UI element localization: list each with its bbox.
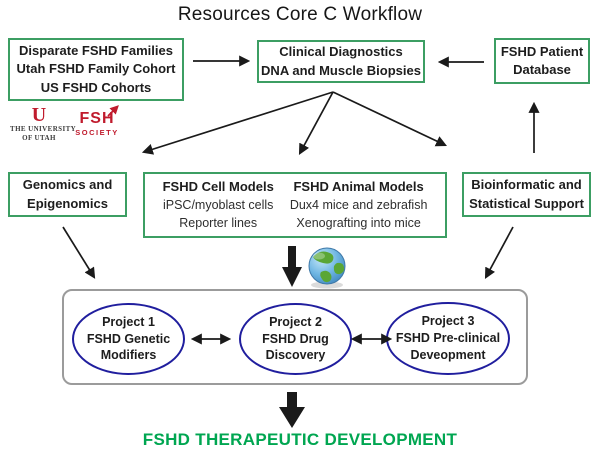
box-genomics-line2: Epigenomics [27,195,108,211]
globe-icon [308,247,346,289]
fsh-logo-arrow-icon [107,105,119,117]
footer-therapeutic-development: FSHD THERAPEUTIC DEVELOPMENT [142,430,458,449]
project1-line1: Project 1 [102,314,155,329]
box-genomics: Genomics and Epigenomics [8,172,127,217]
arrow-genomics-to-projects [62,226,96,279]
cell-models-line1: iPSC/myoblast cells [162,198,274,213]
box-clinical-line2: DNA and Muscle Biopsies [261,62,421,78]
arrow-projects-to-development [279,392,305,428]
project3-line3: Deveopment [410,347,486,362]
box-fshd-families-line3: US FSHD Cohorts [40,79,152,95]
university-of-utah-logo: U THE UNIVERSITY OF UTAH [10,104,77,143]
box-bioinformatics: Bioinformatic and Statistical Support [462,172,591,217]
project1-line3: Modifiers [100,348,157,363]
animal-models-column: FSHD Animal Models Dux4 mice and zebrafi… [290,178,428,233]
arrow-models-to-projects [282,246,302,287]
page-title: Resources Core C Workflow [177,4,423,25]
oval-project-1: Project 1 FSHD Genetic Modifiers [72,303,185,375]
box-bioinformatics-line1: Bioinformatic and [471,177,582,193]
fsh-logo-text: FSH [70,105,124,127]
project2-line2: FSHD Drug [262,331,329,346]
box-fshd-families-line1: Disparate FSHD Families [19,42,173,58]
cell-models-line2: Reporter lines [179,216,258,231]
box-fshd-families: Disparate FSHD Families Utah FSHD Family… [8,38,184,101]
cell-models-column: FSHD Cell Models iPSC/myoblast cells Rep… [163,178,274,233]
box-fshd-families-line2: Utah FSHD Family Cohort [16,61,176,77]
animal-models-line1: Dux4 mice and zebrafish [289,198,428,213]
fsh-society-logo: FSH SOCIETY [70,105,124,137]
box-bioinformatics-line2: Statistical Support [469,195,584,211]
arrow-clinical-to-bioinformatics [332,91,447,147]
oval-project-2: Project 2 FSHD Drug Discovery [239,303,352,375]
oval-project-3: Project 3 FSHD Pre-clinical Deveopment [386,302,510,375]
arrow-clinical-to-genomics [141,91,334,155]
project1-line2: FSHD Genetic [86,331,171,346]
box-fshd-models: FSHD Cell Models iPSC/myoblast cells Rep… [143,172,447,238]
arrow-clinical-to-models [298,91,334,155]
box-clinical-line1: Clinical Diagnostics [279,44,403,60]
box-patient-database: FSHD Patient Database [494,38,590,84]
fsh-logo-fsh: FSH [79,110,115,127]
cell-models-title: FSHD Cell Models [162,178,274,194]
box-database-line2: Database [513,62,571,77]
box-genomics-line1: Genomics and [22,177,113,193]
utah-logo-line2: OF UTAH [22,133,56,142]
fsh-logo-society: SOCIETY [75,128,119,137]
utah-u-icon: U [31,104,47,126]
project3-line1: Project 3 [421,314,475,329]
project3-line2: FSHD Pre-clinical [395,331,501,346]
utah-logo-line1: THE UNIVERSITY [10,125,77,133]
box-database-line1: FSHD Patient [500,43,584,59]
arrow-bioinformatics-to-projects [484,226,514,279]
animal-models-title: FSHD Animal Models [293,178,424,194]
project2-line3: Discovery [265,348,326,363]
animal-models-line2: Xenografting into mice [296,216,421,231]
project2-line1: Project 2 [269,314,322,329]
box-clinical-diagnostics: Clinical Diagnostics DNA and Muscle Biop… [257,40,425,83]
